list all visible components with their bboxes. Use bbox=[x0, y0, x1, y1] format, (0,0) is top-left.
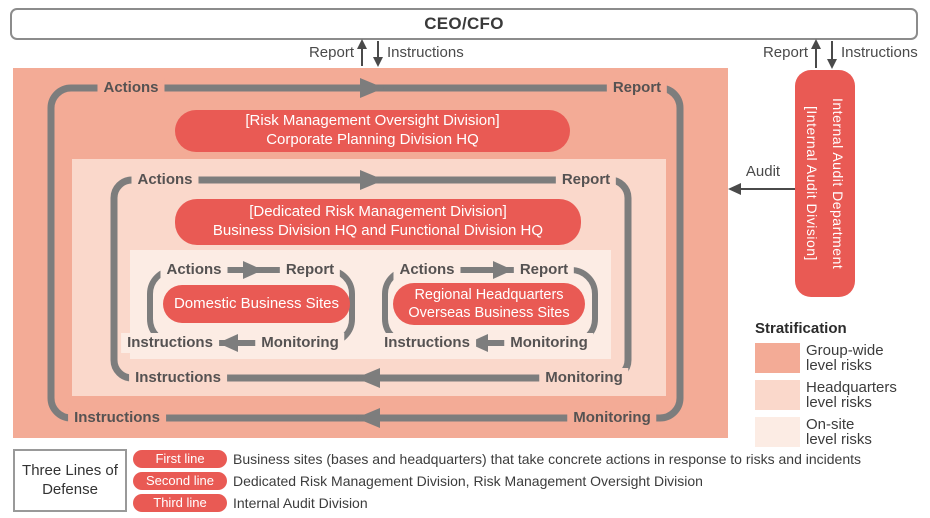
three-lines-of-defense-box: Three Lines of Defense bbox=[13, 449, 127, 512]
three-lines-title-line1: Three Lines of bbox=[22, 461, 118, 479]
third-line-badge: Third line bbox=[133, 494, 227, 512]
legend-label-group-wide: Group-wide level risks bbox=[806, 341, 884, 374]
risk-oversight-line1: [Risk Management Oversight Division] bbox=[245, 112, 500, 130]
three-lines-title-line2: Defense bbox=[42, 480, 98, 498]
regional-sites-line2: Overseas Business Sites bbox=[408, 305, 570, 321]
middle-instructions-label: Instructions bbox=[129, 368, 227, 388]
ceo-cfo-label: CEO/CFO bbox=[424, 14, 504, 33]
left-instructions-label: Instructions bbox=[387, 44, 464, 61]
inner-left-actions-label: Actions bbox=[160, 260, 228, 280]
regional-overseas-sites-pill: Regional Headquarters Overseas Business … bbox=[393, 283, 585, 325]
audit-arrow bbox=[728, 183, 795, 195]
right-instructions-label: Instructions bbox=[841, 44, 918, 61]
outer-monitoring-label: Monitoring bbox=[567, 408, 657, 428]
right-instructions-down-arrow bbox=[827, 41, 837, 69]
audit-label: Audit bbox=[745, 163, 781, 180]
middle-monitoring-label: Monitoring bbox=[539, 368, 629, 388]
ceo-cfo-box: CEO/CFO bbox=[10, 8, 918, 40]
outer-report-label: Report bbox=[606, 78, 668, 98]
middle-actions-label: Actions bbox=[131, 170, 199, 190]
second-line-description: Dedicated Risk Management Division, Risk… bbox=[233, 473, 703, 489]
left-report-label: Report bbox=[308, 44, 354, 61]
inner-right-actions-label: Actions bbox=[393, 260, 461, 280]
internal-audit-vertical-text: [Internal Audit Division] Internal Audit… bbox=[799, 70, 851, 297]
right-report-label: Report bbox=[762, 44, 808, 61]
left-instructions-down-arrow bbox=[373, 41, 383, 67]
inner-right-monitoring-label: Monitoring bbox=[504, 333, 594, 353]
middle-report-label: Report bbox=[555, 170, 617, 190]
first-line-badge: First line bbox=[133, 450, 227, 468]
dedicated-risk-line2: Business Division HQ and Functional Divi… bbox=[212, 222, 544, 239]
legend-label-onsite: On-site level risks bbox=[806, 415, 872, 448]
internal-audit-line1: [Internal Audit Division] bbox=[804, 106, 820, 261]
inner-left-monitoring-label: Monitoring bbox=[255, 333, 345, 353]
dedicated-risk-division-pill: [Dedicated Risk Management Division] Bus… bbox=[175, 199, 581, 245]
first-line-description: Business sites (bases and headquarters) … bbox=[233, 451, 862, 467]
internal-audit-line2: Internal Audit Department bbox=[830, 97, 846, 270]
outer-instructions-label: Instructions bbox=[68, 408, 166, 428]
dedicated-risk-line1: [Dedicated Risk Management Division] bbox=[249, 203, 507, 221]
regional-sites-line1: Regional Headquarters bbox=[414, 286, 564, 303]
legend-swatch-group-wide bbox=[755, 343, 800, 373]
inner-right-report-label: Report bbox=[513, 260, 575, 280]
legend-label-headquarters: Headquarters level risks bbox=[806, 378, 897, 411]
outer-actions-label: Actions bbox=[97, 78, 165, 98]
inner-left-instructions-label: Instructions bbox=[121, 333, 219, 353]
legend-title: Stratification bbox=[755, 320, 847, 337]
domestic-business-sites-pill: Domestic Business Sites bbox=[163, 285, 350, 323]
second-line-badge: Second line bbox=[133, 472, 227, 490]
domestic-sites-label: Domestic Business Sites bbox=[173, 294, 340, 312]
inner-right-instructions-label: Instructions bbox=[378, 333, 476, 353]
left-report-up-arrow bbox=[357, 39, 367, 66]
internal-audit-department-box: [Internal Audit Division] Internal Audit… bbox=[795, 70, 855, 297]
inner-left-report-label: Report bbox=[279, 260, 341, 280]
risk-oversight-division-pill: [Risk Management Oversight Division] Cor… bbox=[175, 110, 570, 152]
right-report-up-arrow bbox=[811, 39, 821, 68]
third-line-description: Internal Audit Division bbox=[233, 495, 368, 511]
risk-oversight-line2: Corporate Planning Division HQ bbox=[266, 131, 479, 148]
legend-swatch-onsite bbox=[755, 417, 800, 447]
legend-swatch-headquarters bbox=[755, 380, 800, 410]
